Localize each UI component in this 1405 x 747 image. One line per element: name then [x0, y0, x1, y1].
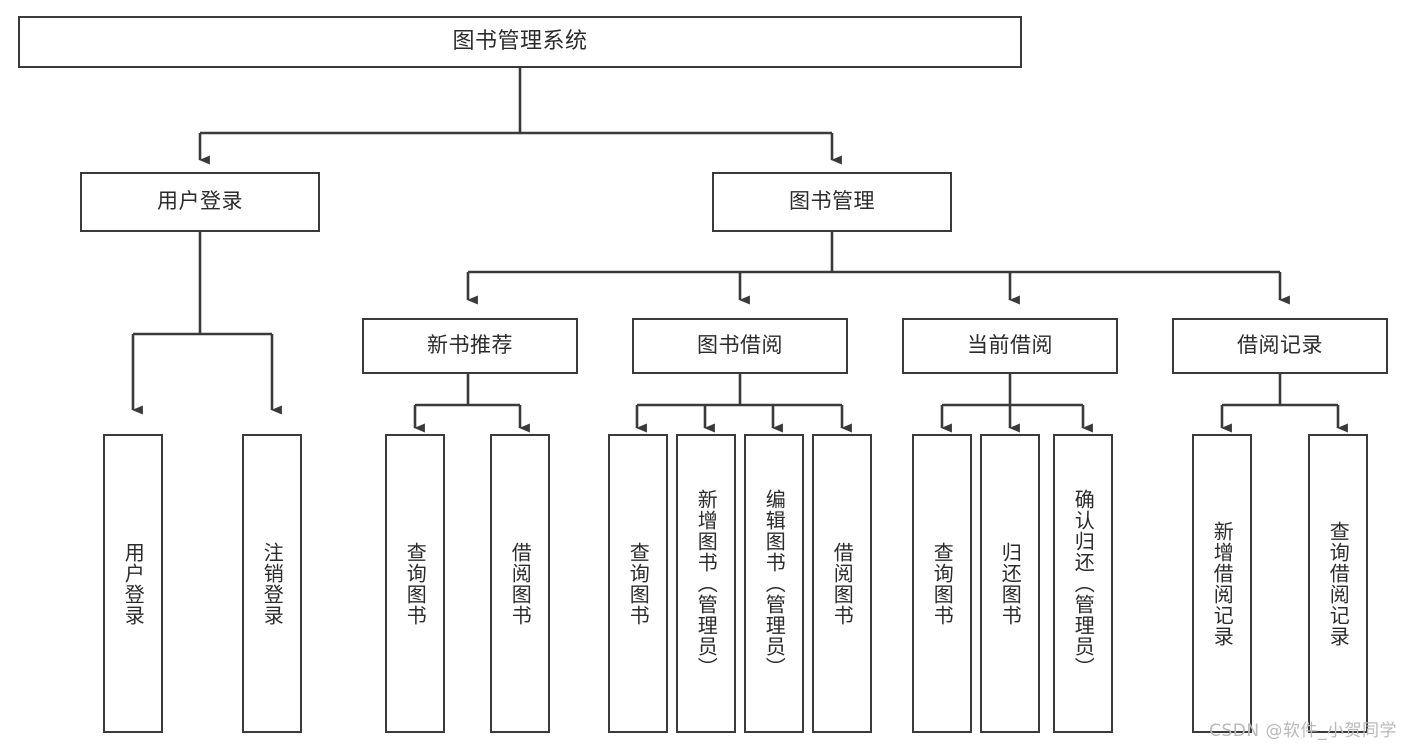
leaf-label: 查询图书 [626, 541, 651, 626]
leaf-label: 查询借阅记录 [1326, 520, 1351, 647]
node-leaf-add-record[interactable]: 新增借阅记录 [1192, 434, 1252, 733]
leaf-label: 编辑图书（管理员） [762, 489, 787, 678]
node-leaf-edit-book[interactable]: 编辑图书（管理员） [744, 434, 804, 733]
leaf-label: 用户登录 [121, 541, 146, 626]
node-leaf-borrow-book-1[interactable]: 借阅图书 [490, 434, 550, 733]
leaf-label: 借阅图书 [508, 541, 533, 626]
node-leaf-query-book-1[interactable]: 查询图书 [385, 434, 445, 733]
node-book-borrow[interactable]: 图书借阅 [632, 318, 848, 374]
node-user-login[interactable]: 用户登录 [80, 172, 320, 232]
leaf-label: 注销登录 [260, 541, 285, 626]
node-leaf-return-book[interactable]: 归还图书 [980, 434, 1040, 733]
leaf-label: 查询图书 [403, 541, 428, 626]
csdn-watermark: CSDN @软件_小贺同学 [1209, 721, 1397, 741]
node-book-manage[interactable]: 图书管理 [712, 172, 952, 232]
leaf-label: 借阅图书 [830, 541, 855, 626]
node-leaf-logout[interactable]: 注销登录 [242, 434, 302, 733]
node-current-borrow[interactable]: 当前借阅 [902, 318, 1118, 374]
node-root-system[interactable]: 图书管理系统 [18, 16, 1022, 68]
node-new-book-recommend[interactable]: 新书推荐 [362, 318, 578, 374]
leaf-label: 归还图书 [998, 541, 1023, 626]
node-leaf-query-book-3[interactable]: 查询图书 [912, 434, 972, 733]
node-leaf-query-record[interactable]: 查询借阅记录 [1308, 434, 1368, 733]
leaf-label: 新增借阅记录 [1210, 520, 1235, 647]
node-leaf-query-book-2[interactable]: 查询图书 [608, 434, 668, 733]
leaf-label: 查询图书 [930, 541, 955, 626]
node-leaf-borrow-book-2[interactable]: 借阅图书 [812, 434, 872, 733]
node-leaf-add-book[interactable]: 新增图书（管理员） [676, 434, 736, 733]
leaf-label: 新增图书（管理员） [694, 489, 719, 678]
node-leaf-user-login[interactable]: 用户登录 [103, 434, 163, 733]
node-leaf-confirm-return[interactable]: 确认归还（管理员） [1053, 434, 1113, 733]
leaf-label: 确认归还（管理员） [1071, 489, 1096, 678]
node-borrow-record[interactable]: 借阅记录 [1172, 318, 1388, 374]
